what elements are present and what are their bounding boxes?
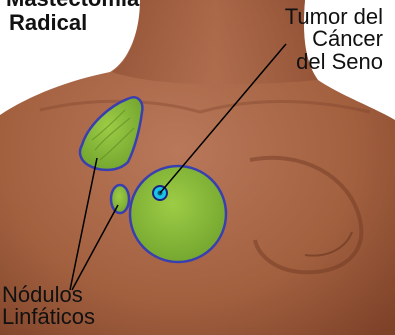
tumor-label-line: Cáncer [285, 28, 383, 50]
lymph-node [111, 185, 129, 213]
tumor-label-line: del Seno [285, 51, 383, 73]
lymph-nodes-label-line: Nódulos [2, 284, 95, 306]
breast-tissue [130, 166, 226, 262]
tumor-label: Tumor del Cáncer del Seno [285, 6, 383, 73]
tumor-label-line: Tumor del [285, 6, 383, 28]
title-line-2: Radical [9, 12, 87, 34]
lymph-nodes-label-line: Linfáticos [2, 306, 95, 328]
lymph-nodes-label: Nódulos Linfáticos [2, 284, 95, 329]
title-line-1: Mastectomía [6, 0, 139, 10]
